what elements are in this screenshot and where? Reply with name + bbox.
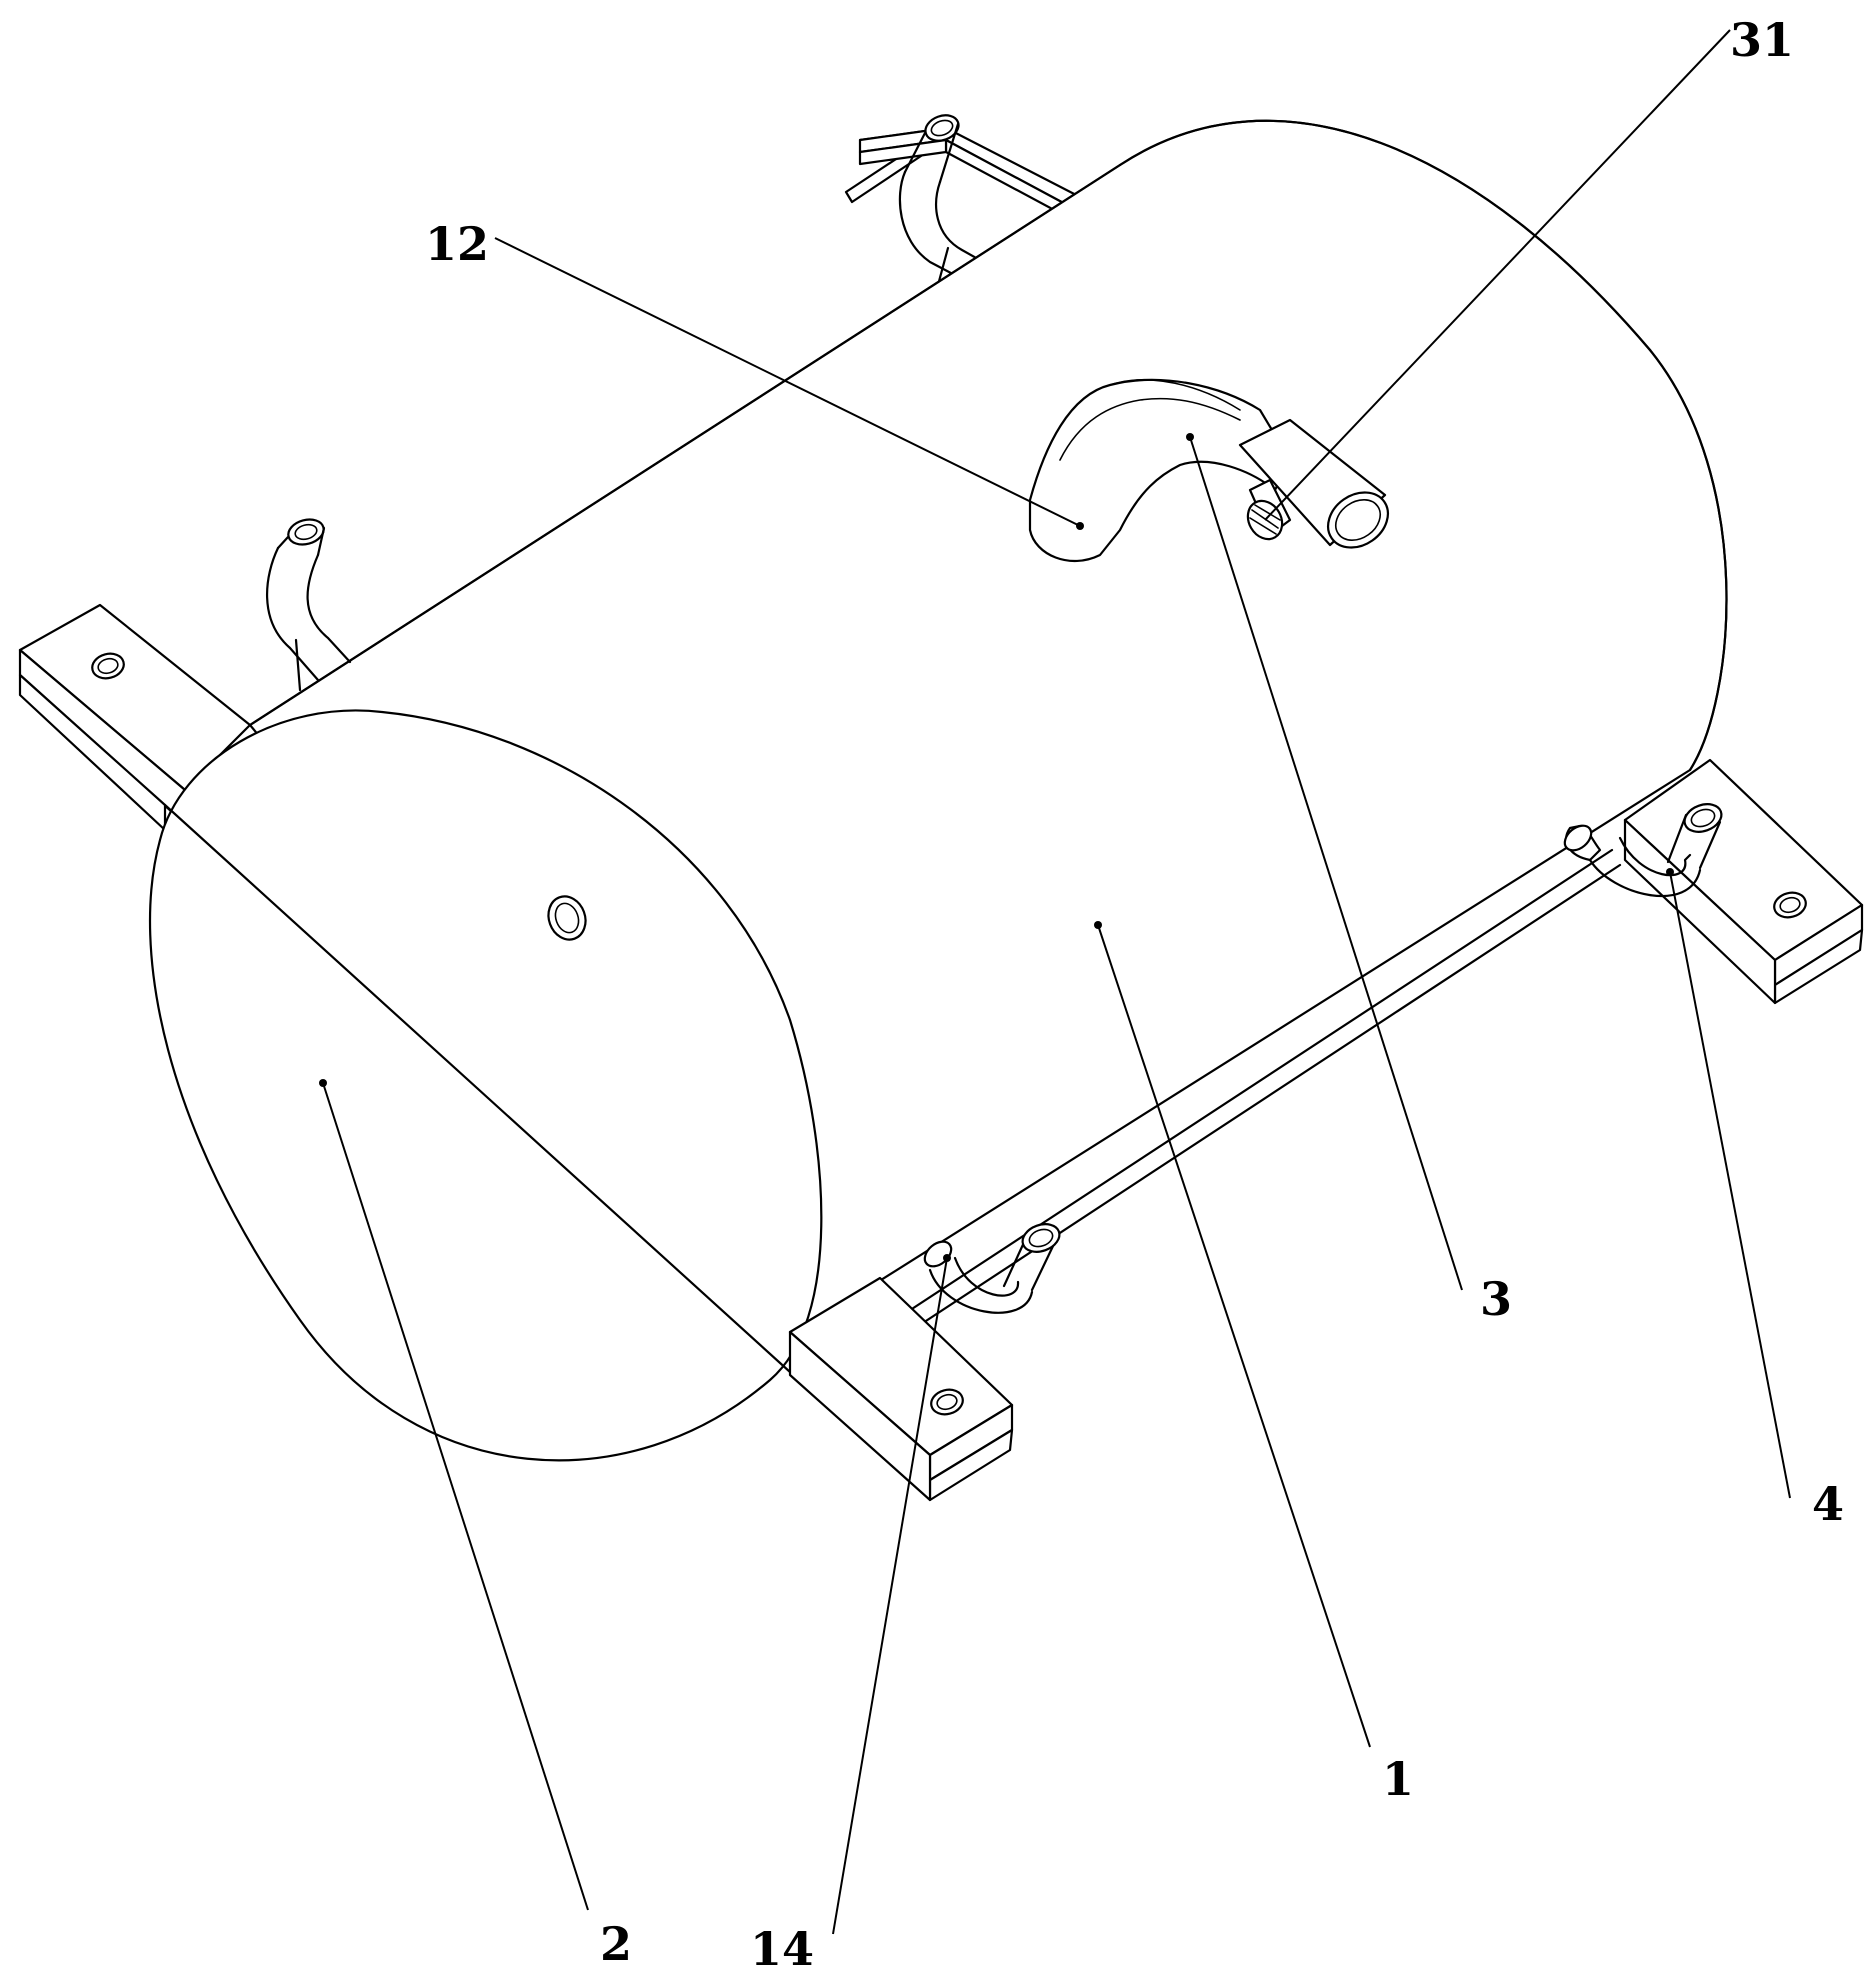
label-14: 14 — [750, 1922, 814, 1976]
label-2: 2 — [600, 1917, 632, 1971]
label-4: 4 — [1812, 1477, 1844, 1531]
leader-lines — [319, 30, 1790, 1934]
top-elbow-pipe — [1030, 380, 1399, 561]
label-1: 1 — [1382, 1752, 1414, 1806]
label-3: 3 — [1480, 1272, 1512, 1326]
label-12: 12 — [425, 217, 489, 271]
right-pipe — [1560, 799, 1725, 896]
end-cap — [150, 710, 821, 1460]
left-top-pipe — [267, 516, 350, 690]
rear-top-pipe — [900, 111, 994, 285]
label-31: 31 — [1730, 13, 1794, 67]
right-bottom-bracket — [1625, 760, 1862, 1003]
front-bottom-bracket — [790, 1278, 1012, 1500]
rear-top-bracket — [846, 128, 1084, 226]
bottom-rail — [892, 850, 1620, 1338]
